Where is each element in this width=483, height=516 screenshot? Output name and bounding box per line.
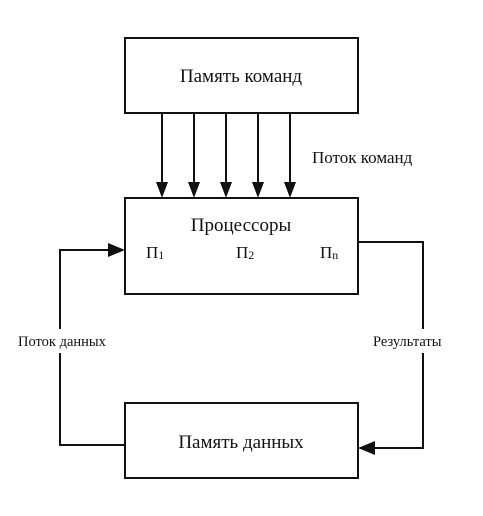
command-stream-label: Поток команд xyxy=(312,148,413,167)
command-arrowhead-3 xyxy=(220,182,232,198)
processors-block: Процессоры П1 П2 Пn xyxy=(124,197,359,295)
results-label-bg xyxy=(369,329,473,353)
processor-n-subscript: n xyxy=(332,248,338,262)
processor-n-base: П xyxy=(320,243,332,262)
processor-n-label: Пn xyxy=(320,243,338,262)
command-arrowhead-5 xyxy=(284,182,296,198)
command-arrowhead-4 xyxy=(252,182,264,198)
processor-1-subscript: 1 xyxy=(158,248,164,262)
command-memory-block: Память команд xyxy=(124,37,359,114)
processor-1-label: П1 xyxy=(146,243,164,262)
results-label: Результаты xyxy=(373,334,442,350)
data-stream-label-bg xyxy=(14,329,138,353)
processor-2-subscript: 2 xyxy=(248,248,254,262)
command-memory-box xyxy=(124,37,359,114)
processor-1-base: П xyxy=(146,243,158,262)
command-memory-label: Память команд xyxy=(180,66,303,87)
data-stream-label: Поток данных xyxy=(18,334,107,350)
command-arrowhead-2 xyxy=(188,182,200,198)
data-memory-block: Память данных xyxy=(124,402,359,479)
command-arrowhead-1 xyxy=(156,182,168,198)
data-memory-box xyxy=(124,402,359,479)
processor-2-label: П2 xyxy=(236,243,254,262)
processor-2-base: П xyxy=(236,243,248,262)
data-memory-label: Память данных xyxy=(178,432,304,453)
processors-box xyxy=(124,197,359,295)
command-stream-arrows xyxy=(156,113,296,198)
results-arrowhead xyxy=(358,441,375,455)
processors-label: Процессоры xyxy=(191,215,292,236)
data-stream-arrowhead xyxy=(108,243,125,257)
